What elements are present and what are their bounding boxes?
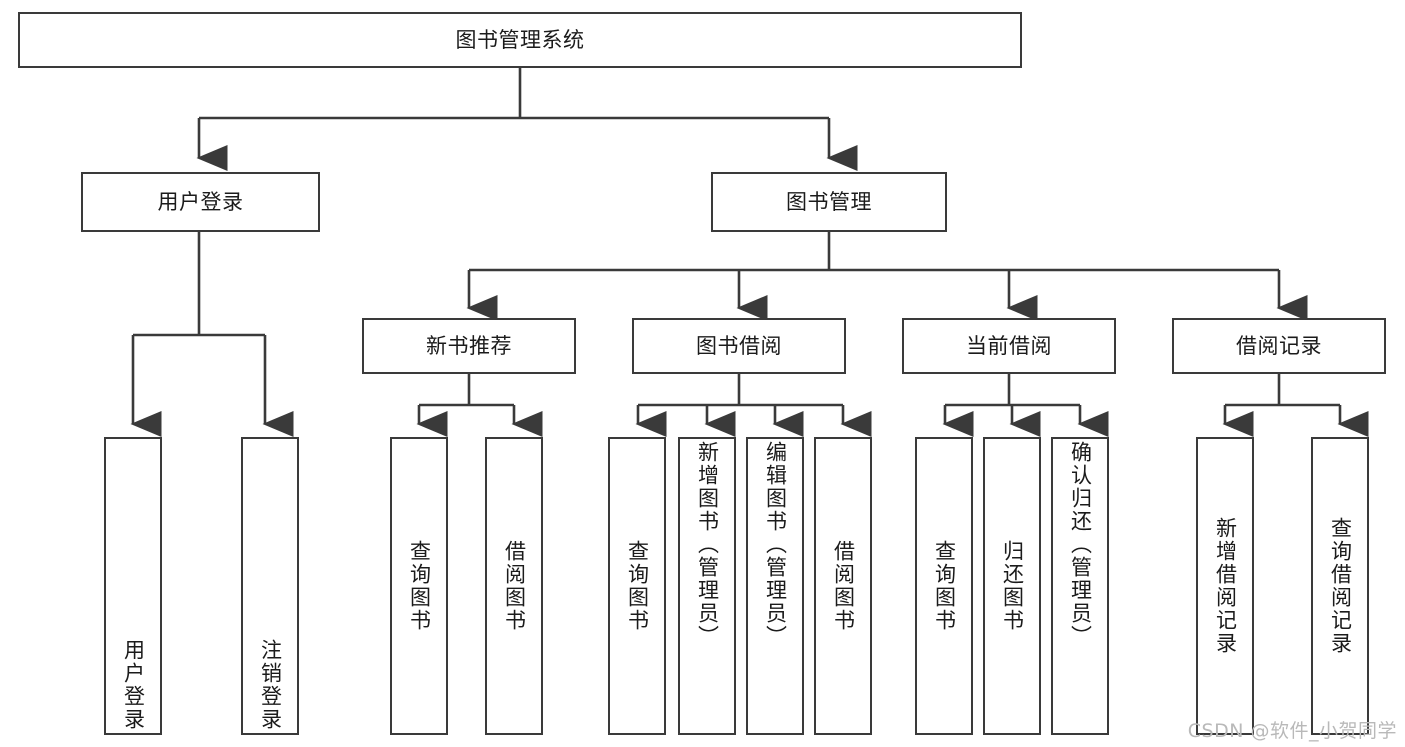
node-user-login[interactable]: 用户登录 — [81, 172, 320, 232]
leaf-borrow-query-book-label: 查询图书 — [625, 540, 650, 632]
leaf-record-query-record[interactable]: 查询借阅记录 — [1311, 437, 1369, 735]
node-book-management[interactable]: 图书管理 — [711, 172, 947, 232]
leaf-recommend-query-book-label: 查询图书 — [407, 540, 432, 632]
leaf-borrow-add-book[interactable]: 新增图书（管理员） — [678, 437, 736, 735]
leaf-user-login-label: 用户登录 — [121, 639, 146, 731]
leaf-current-query-book[interactable]: 查询图书 — [915, 437, 973, 735]
node-borrow-record-label: 借阅记录 — [1236, 333, 1322, 358]
node-current-borrow-label: 当前借阅 — [966, 333, 1052, 358]
node-new-book-recommend-label: 新书推荐 — [426, 333, 512, 358]
leaf-borrow-borrow-book[interactable]: 借阅图书 — [814, 437, 872, 735]
leaf-record-add-record[interactable]: 新增借阅记录 — [1196, 437, 1254, 735]
node-root[interactable]: 图书管理系统 — [18, 12, 1022, 68]
leaf-current-return-book[interactable]: 归还图书 — [983, 437, 1041, 735]
leaf-borrow-edit-book-label: 编辑图书（管理员） — [763, 441, 788, 648]
leaf-recommend-borrow-book[interactable]: 借阅图书 — [485, 437, 543, 735]
leaf-recommend-query-book[interactable]: 查询图书 — [390, 437, 448, 735]
leaf-borrow-add-book-label: 新增图书（管理员） — [695, 441, 720, 648]
watermark: CSDN @软件_小贺同学 — [1187, 720, 1397, 742]
node-book-borrow-label: 图书借阅 — [696, 333, 782, 358]
node-root-label: 图书管理系统 — [455, 27, 585, 52]
leaf-record-add-record-label: 新增借阅记录 — [1213, 517, 1238, 655]
leaf-borrow-edit-book[interactable]: 编辑图书（管理员） — [746, 437, 804, 735]
leaf-record-query-record-label: 查询借阅记录 — [1328, 517, 1353, 655]
leaf-user-logout[interactable]: 注销登录 — [241, 437, 299, 735]
node-book-management-label: 图书管理 — [786, 189, 872, 214]
node-book-borrow[interactable]: 图书借阅 — [632, 318, 846, 374]
leaf-borrow-borrow-book-label: 借阅图书 — [831, 540, 856, 632]
leaf-current-query-book-label: 查询图书 — [932, 540, 957, 632]
node-current-borrow[interactable]: 当前借阅 — [902, 318, 1116, 374]
leaf-user-login[interactable]: 用户登录 — [104, 437, 162, 735]
node-borrow-record[interactable]: 借阅记录 — [1172, 318, 1386, 374]
leaf-current-confirm-return[interactable]: 确认归还（管理员） — [1051, 437, 1109, 735]
leaf-user-logout-label: 注销登录 — [258, 639, 283, 731]
node-new-book-recommend[interactable]: 新书推荐 — [362, 318, 576, 374]
leaf-recommend-borrow-book-label: 借阅图书 — [502, 540, 527, 632]
node-user-login-label: 用户登录 — [157, 189, 244, 214]
leaf-borrow-query-book[interactable]: 查询图书 — [608, 437, 666, 735]
leaf-current-return-book-label: 归还图书 — [1000, 540, 1025, 632]
leaf-current-confirm-return-label: 确认归还（管理员） — [1068, 441, 1093, 648]
